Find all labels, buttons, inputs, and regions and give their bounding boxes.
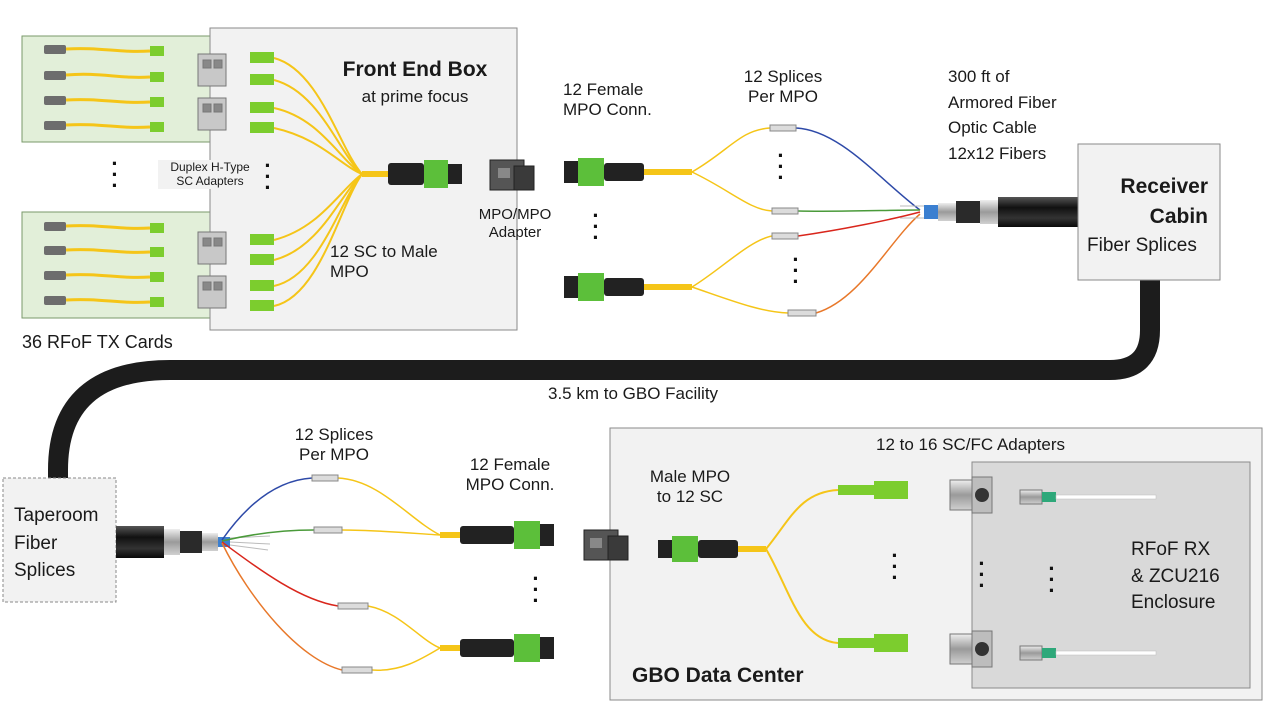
- data-center-label: GBO Data Center: [632, 664, 804, 687]
- tx-card-row: [44, 96, 164, 107]
- sc-to-mpo-label: 12 SC to Male MPO: [330, 242, 438, 282]
- taperoom-box: [2, 477, 117, 603]
- ellipsis-dots: ···: [891, 543, 899, 590]
- splice-sleeves-bottom: [311, 474, 373, 674]
- sc-fanin-fibers: [273, 57, 363, 307]
- sc-fanout-fibers: [765, 489, 839, 644]
- splices-label: 12 Splices Per MPO: [743, 67, 823, 107]
- ellipsis-dots: ···: [592, 203, 600, 250]
- spliced-fibers-top: [691, 127, 921, 314]
- tx-card-rows-bottom: [44, 222, 164, 307]
- sc-fc-adapters-label: 12 to 16 SC/FC Adapters: [876, 435, 1065, 454]
- splice-sleeves-top: [769, 124, 817, 317]
- lower-female-mpo-label: 12 Female MPO Conn.: [465, 455, 555, 495]
- tx-card-row: [44, 271, 164, 282]
- duplex-adapters-label: Duplex H-Type SC Adapters: [158, 160, 262, 189]
- mpo-adapter-label: MPO/MPO Adapter: [478, 206, 552, 241]
- taperoom-label: Taperoom Fiber Splices: [14, 505, 99, 582]
- female-mpo-connectors-bottom: [440, 521, 554, 662]
- ellipsis-dots: ···: [111, 151, 119, 198]
- mpo-mpo-adapter-bottom: [583, 529, 629, 561]
- armored-cable-bottom: [116, 526, 271, 558]
- fc-connectors: [1019, 489, 1157, 661]
- long-haul-cable: [48, 280, 1160, 478]
- female-mpo-connectors-top: [564, 158, 692, 301]
- tx-card-row: [44, 121, 164, 132]
- sc-connectors-front-end: [250, 52, 274, 311]
- receiver-cabin-subtitle: Fiber Splices: [1087, 235, 1197, 256]
- armored-cable-label: 300 ft of Armored Fiber Optic Cable 12x1…: [948, 67, 1057, 163]
- receiver-cabin-title: Receiver Cabin: [1120, 175, 1208, 229]
- male-mpo-connector-bottom: [658, 536, 766, 562]
- ellipsis-dots: ···: [978, 551, 986, 598]
- sc-connectors-bottom: [838, 481, 908, 652]
- front-end-box-title: Front End Box: [342, 58, 488, 81]
- rx-enclosure-box: [971, 461, 1251, 689]
- tx-cards-label: 36 RFoF TX Cards: [22, 332, 173, 352]
- ellipsis-dots: ···: [264, 153, 272, 200]
- tx-card-rows-top: [44, 45, 164, 132]
- female-mpo-label: 12 Female MPO Conn.: [563, 80, 652, 120]
- sc-fc-adapters: [949, 476, 993, 668]
- spliced-fibers-bottom: [221, 477, 441, 671]
- male-mpo-connector-top: [362, 160, 462, 188]
- ellipsis-dots: ···: [1048, 556, 1056, 603]
- tx-card-row: [44, 71, 164, 82]
- distance-label: 3.5 km to GBO Facility: [548, 384, 719, 403]
- tx-card-row: [44, 45, 164, 56]
- receiver-cabin-box: [1077, 143, 1221, 281]
- tx-card-row: [44, 222, 164, 233]
- rx-enclosure-label: RFoF RX & ZCU216 Enclosure: [1131, 539, 1220, 614]
- ellipsis-dots: ···: [792, 247, 800, 294]
- male-mpo-label: Male MPO to 12 SC: [649, 467, 731, 507]
- armored-cable-top: [900, 197, 1084, 227]
- lower-splices-label: 12 Splices Per MPO: [294, 425, 374, 465]
- tx-card-row: [44, 296, 164, 307]
- duplex-sc-adapters: [197, 53, 227, 309]
- mpo-mpo-adapter: [489, 159, 535, 191]
- ellipsis-dots: ···: [532, 566, 540, 613]
- front-end-box-subtitle: at prime focus: [361, 87, 469, 106]
- tx-card-row: [44, 246, 164, 257]
- ellipsis-dots: ···: [777, 143, 785, 190]
